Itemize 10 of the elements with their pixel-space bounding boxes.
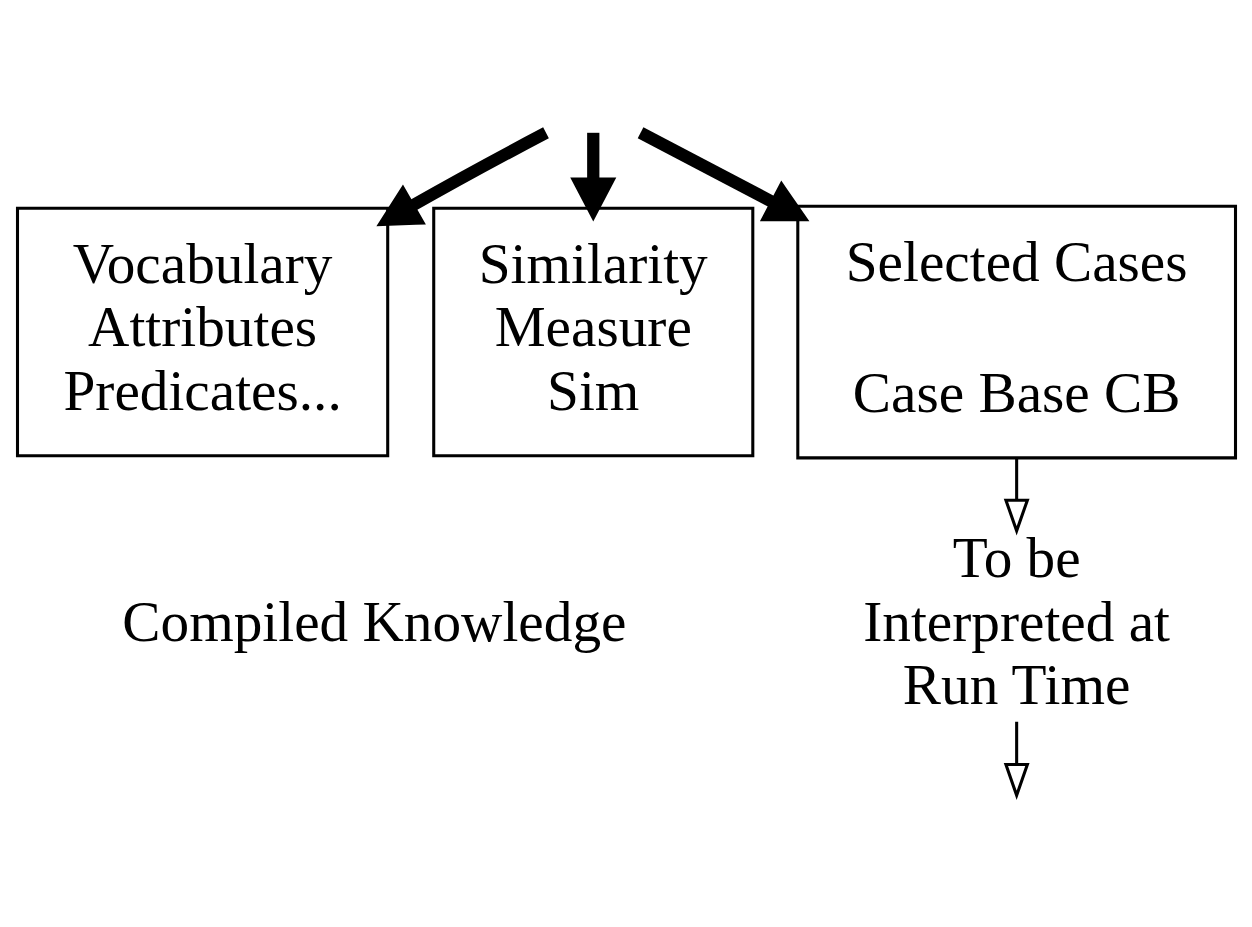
arrow: [569, 132, 616, 221]
arrow: [1003, 721, 1030, 800]
node-box: Similarity Measure Sim: [431, 206, 754, 457]
node-box: Vocabulary Attributes Predicates...: [15, 206, 389, 457]
arrow: [1003, 457, 1030, 535]
arrow: [375, 126, 549, 226]
label: Compiled Knowledge: [121, 589, 626, 653]
node-box: Selected Cases Case Base CB: [795, 204, 1237, 459]
node-text: To be Interpreted at Run Time: [862, 525, 1170, 716]
arrow: [637, 126, 809, 221]
